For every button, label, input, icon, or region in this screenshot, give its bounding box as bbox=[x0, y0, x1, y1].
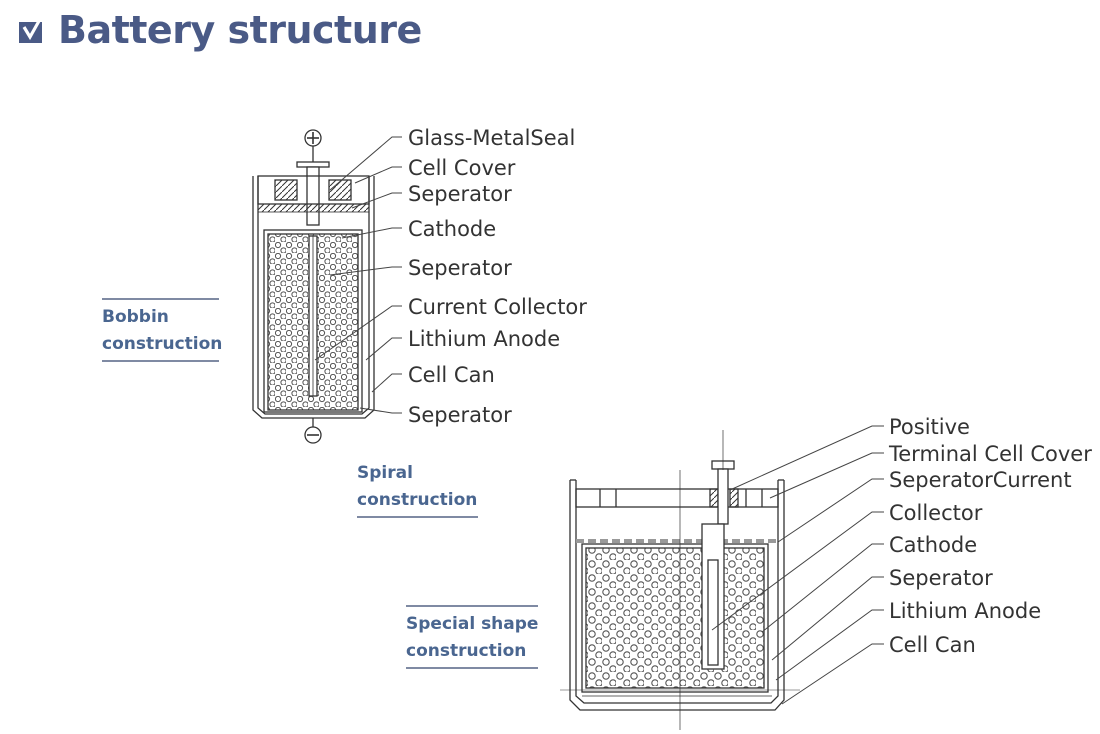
callout-lithium-anode: Lithium Anode bbox=[408, 327, 560, 351]
page-title: Battery structure bbox=[58, 8, 422, 52]
callout-seperator-top: Seperator bbox=[408, 182, 512, 206]
callout-seperator-special: Seperator bbox=[889, 566, 993, 590]
special-battery-drawing bbox=[560, 430, 800, 730]
callout-seperator-mid: Seperator bbox=[408, 256, 512, 280]
label-spiral-line2: construction bbox=[357, 490, 478, 510]
header: Battery structure bbox=[18, 8, 422, 52]
bobbin-battery-drawing bbox=[252, 129, 375, 444]
check-box-icon bbox=[19, 20, 42, 43]
callout-cell-cover: Cell Cover bbox=[408, 156, 516, 180]
callout-terminal-cell-cover: Terminal Cell Cover bbox=[888, 442, 1092, 466]
callout-cathode-special: Cathode bbox=[889, 533, 977, 557]
label-bobbin-line1: Bobbin bbox=[102, 307, 169, 327]
label-special-shape-construction: Special shape construction bbox=[406, 605, 538, 669]
label-spiral-construction: Spiral construction bbox=[357, 452, 478, 518]
callout-collector: Collector bbox=[889, 501, 983, 525]
label-bobbin-line2: construction bbox=[102, 334, 223, 354]
bobbin-leader-lines bbox=[314, 136, 402, 414]
callout-cathode: Cathode bbox=[408, 217, 496, 241]
callout-current-collector: Current Collector bbox=[408, 295, 587, 319]
callout-glass-metal-seal: Glass-MetalSeal bbox=[408, 126, 575, 150]
minus-terminal-symbol bbox=[304, 426, 322, 444]
label-special-line1: Special shape bbox=[406, 614, 539, 634]
label-bobbin-construction: Bobbin construction bbox=[102, 298, 223, 362]
callout-cell-can-special: Cell Can bbox=[889, 633, 976, 657]
bobbin-callouts: Glass-MetalSeal Cell Cover Seperator Cat… bbox=[408, 126, 587, 427]
special-leader-lines bbox=[711, 425, 884, 705]
special-callouts: Positive Terminal Cell Cover SeperatorCu… bbox=[888, 415, 1092, 657]
callout-seperator-bottom: Seperator bbox=[408, 403, 512, 427]
callout-lithium-anode-special: Lithium Anode bbox=[889, 599, 1041, 623]
label-spiral-line1: Spiral bbox=[357, 463, 413, 483]
callout-cell-can: Cell Can bbox=[408, 363, 495, 387]
callout-positive: Positive bbox=[889, 415, 970, 439]
callout-seperator-current: SeperatorCurrent bbox=[889, 468, 1072, 492]
label-special-line2: construction bbox=[406, 641, 527, 661]
